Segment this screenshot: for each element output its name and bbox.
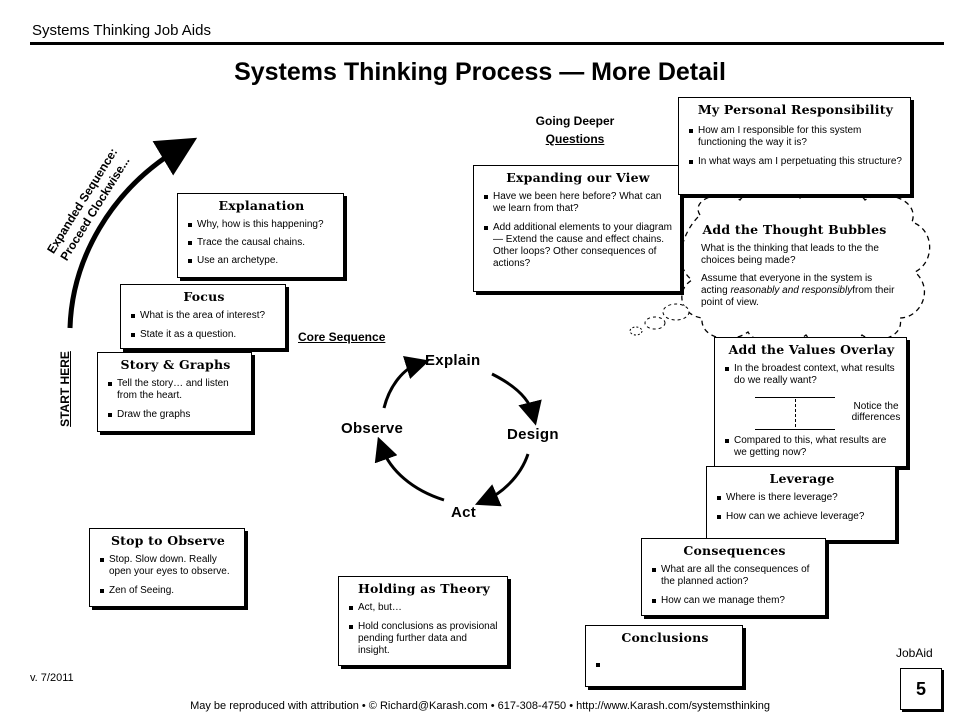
header-rule — [30, 42, 944, 45]
leverage-item: How can we achieve leverage? — [717, 511, 887, 523]
explanation-item: Trace the causal chains. — [188, 237, 335, 249]
explanation-item: Use an archetype. — [188, 255, 335, 267]
leverage-item: Where is there leverage? — [717, 492, 887, 504]
thought-bubbles-item: Assume that everyone in the system is ac… — [692, 273, 897, 309]
stop-observe-item: Zen of Seeing. — [100, 585, 236, 597]
page-title: Systems Thinking Process — More Detail — [234, 58, 726, 86]
stop-observe-box: Stop to Observe Stop. Slow down. Really … — [89, 528, 245, 607]
personal-responsibility-title: My Personal Responsibility — [697, 102, 894, 117]
cycle-explain: Explain — [425, 352, 481, 369]
holding-theory-item: Act, but… — [349, 602, 499, 614]
values-overlay-item: In the broadest context, what results do… — [725, 363, 898, 387]
cycle-observe: Observe — [341, 420, 404, 437]
header-label: Systems Thinking Job Aids — [32, 22, 211, 39]
holding-theory-box: Holding as Theory Act, but… Hold conclus… — [338, 576, 508, 666]
going-deeper-line2: Questions — [545, 132, 605, 146]
expanding-view-title: Expanding our View — [506, 170, 650, 185]
thought-bubbles-text-a: Assume that everyone in the system is ac… — [701, 273, 873, 296]
cloud-bubble-large — [662, 303, 690, 321]
consequences-box: Consequences What are all the consequenc… — [641, 538, 826, 616]
cycle-design: Design — [507, 426, 559, 443]
values-overlay-item: Compared to this, what results are we ge… — [725, 435, 898, 459]
values-line-top — [755, 397, 835, 398]
consequences-title: Consequences — [683, 543, 786, 558]
story-graphs-box: Story & Graphs Tell the story… and liste… — [97, 352, 252, 432]
conclusions-title: Conclusions — [621, 630, 709, 645]
holding-theory-title: Holding as Theory — [358, 581, 490, 596]
going-deeper-label: Going Deeper Questions — [520, 112, 630, 148]
thought-bubbles-content: Add the Thought Bubbles What is the thin… — [692, 222, 897, 309]
consequences-item: What are all the consequences of the pla… — [652, 564, 817, 588]
cycle-act: Act — [451, 504, 477, 521]
explanation-box: Explanation Why, how is this happening? … — [177, 193, 344, 278]
focus-title: Focus — [183, 289, 225, 304]
values-overlay-title: Add the Values Overlay — [728, 342, 895, 357]
thought-bubbles-text-emphasis: reasonably and responsibly — [730, 285, 853, 296]
values-gap-arrow — [795, 399, 796, 427]
expanding-view-box: Expanding our View Have we been here bef… — [473, 165, 681, 292]
going-deeper-line1: Going Deeper — [535, 114, 615, 128]
explanation-title: Explanation — [218, 198, 305, 213]
values-gap-graphic: Notice the differences — [725, 389, 900, 435]
personal-responsibility-item: How am I responsible for this system fun… — [689, 125, 902, 149]
thought-bubbles-item: What is the thinking that leads to the t… — [701, 243, 879, 266]
expanding-view-item: Add additional elements to your diagram … — [484, 222, 672, 270]
values-overlay-box: Add the Values Overlay In the broadest c… — [714, 337, 907, 467]
story-graphs-item: Tell the story… and listen from the hear… — [108, 378, 243, 402]
holding-theory-item: Hold conclusions as provisional pending … — [349, 621, 499, 657]
thought-bubbles-text-c: from their point of view. — [701, 285, 895, 308]
focus-item: What is the area of interest? — [131, 310, 277, 322]
stop-observe-item: Stop. Slow down. Really open your eyes t… — [100, 554, 236, 578]
page-number: 5 — [900, 668, 942, 710]
thought-bubbles-title: Add the Thought Bubbles — [702, 222, 887, 237]
values-line-bottom — [755, 429, 835, 430]
focus-box: Focus What is the area of interest? Stat… — [120, 284, 286, 349]
story-graphs-item: Draw the graphs — [108, 409, 243, 421]
cloud-bubble-small — [629, 326, 643, 336]
jobaid-label: JobAid — [896, 646, 933, 660]
footer-attribution: May be reproduced with attribution • © R… — [190, 700, 770, 712]
cloud-bubble-medium — [644, 316, 666, 330]
leverage-title: Leverage — [769, 471, 835, 486]
expanding-view-item: Have we been here before? What can we le… — [484, 191, 672, 215]
values-notice: Notice the differences — [851, 401, 901, 423]
stop-observe-title: Stop to Observe — [110, 533, 226, 548]
explanation-item: Why, how is this happening? — [188, 219, 335, 231]
cycle-arrow-explain-design — [491, 372, 542, 426]
cycle-arrow-design-act — [474, 453, 530, 507]
cycle-arrow-act-observe — [374, 436, 445, 502]
thought-cloud — [680, 186, 931, 347]
cycle-arrow-observe-explain — [382, 356, 430, 409]
start-here-label: START HERE — [58, 351, 72, 427]
focus-item: State it as a question. — [131, 329, 277, 341]
expanded-sequence-arrow — [67, 137, 198, 329]
version-label: v. 7/2011 — [30, 672, 74, 684]
core-sequence-label: Core Sequence — [298, 330, 386, 344]
consequences-item: How can we manage them? — [652, 595, 817, 607]
story-graphs-title: Story & Graphs — [120, 357, 231, 372]
conclusions-box: Conclusions — [585, 625, 743, 687]
personal-responsibility-box: My Personal Responsibility How am I resp… — [678, 97, 911, 195]
personal-responsibility-item: In what ways am I perpetuating this stru… — [689, 156, 902, 168]
leverage-box: Leverage Where is there leverage? How ca… — [706, 466, 896, 541]
